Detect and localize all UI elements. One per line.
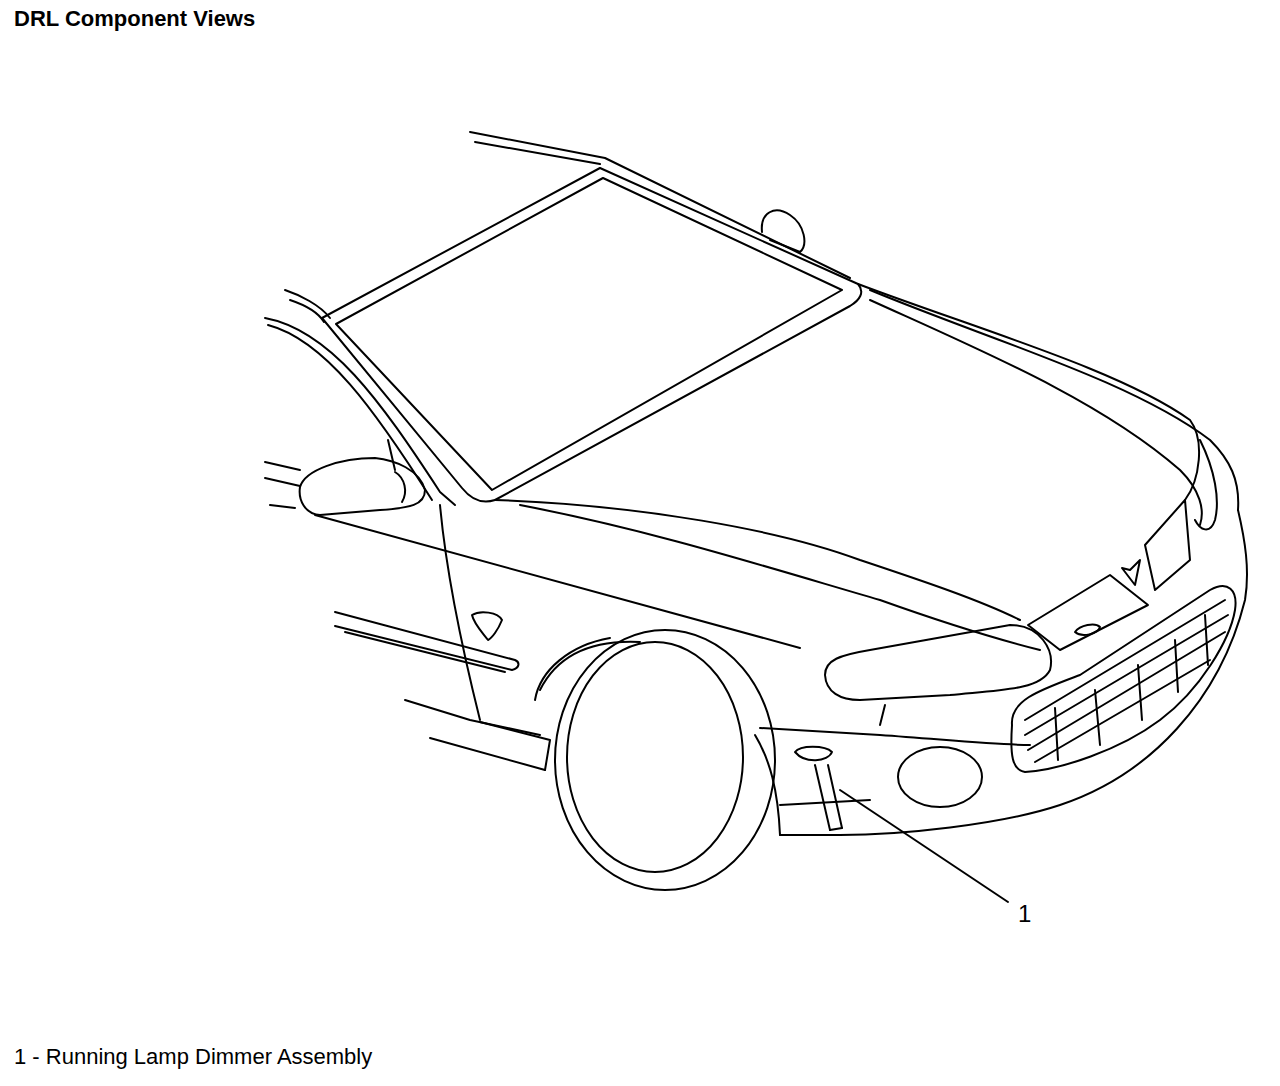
diagram-title: DRL Component Views (14, 6, 255, 32)
part-key-caption: 1 - Running Lamp Dimmer Assembly (14, 1044, 372, 1070)
callout-number: 1 (1016, 900, 1033, 928)
